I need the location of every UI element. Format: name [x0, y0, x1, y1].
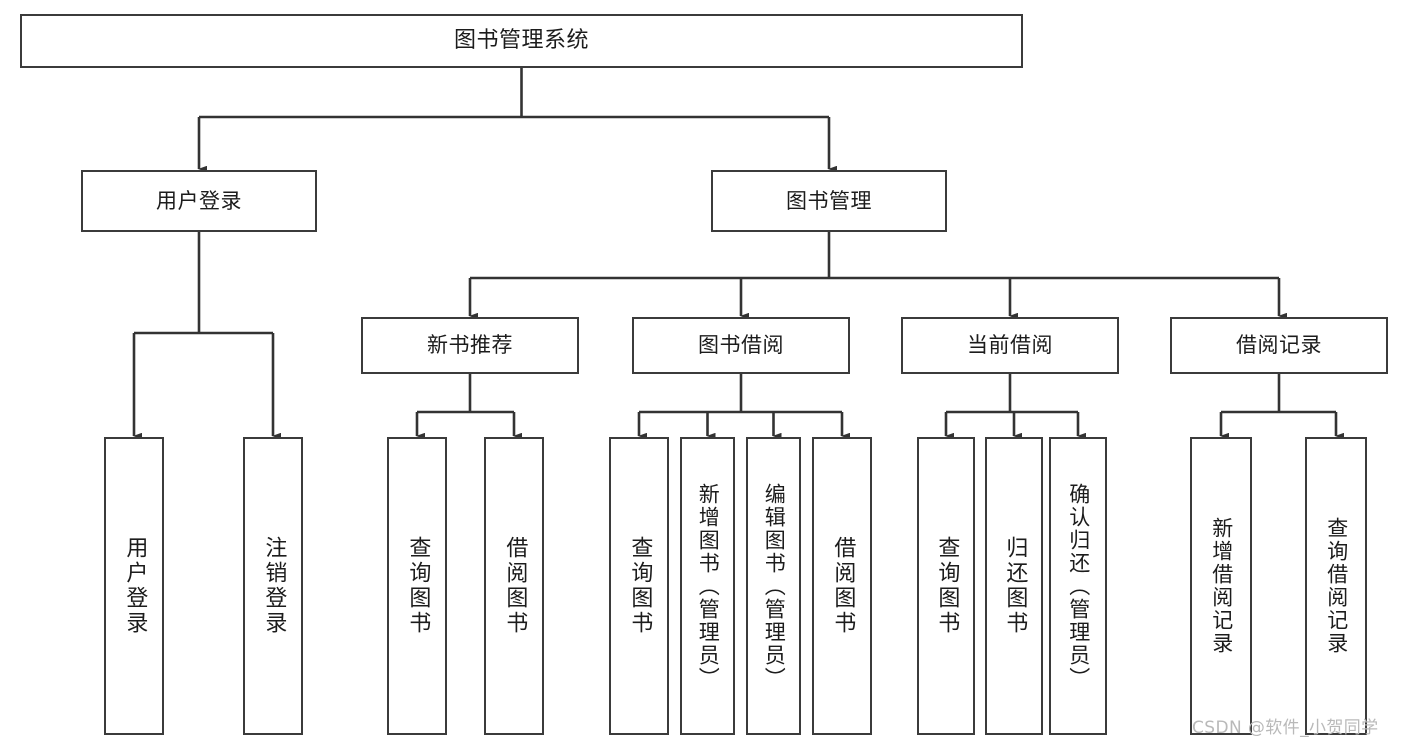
node-label: 图书管理系统 — [453, 28, 589, 54]
node-leaf-return-book[interactable]: 归还图书 — [985, 437, 1043, 735]
node-label: 查询借阅记录 — [1324, 517, 1349, 655]
node-label: 确认归还（管理员） — [1066, 482, 1091, 690]
node-leaf-user-logout[interactable]: 注销登录 — [243, 437, 303, 735]
node-root[interactable]: 图书管理系统 — [20, 14, 1023, 68]
node-label: 用户登录 — [122, 536, 148, 636]
node-leaf-query-book-1[interactable]: 查询图书 — [387, 437, 447, 735]
node-label: 注销登录 — [261, 536, 287, 636]
node-leaf-add-book[interactable]: 新增图书（管理员） — [680, 437, 735, 735]
node-label: 新增图书（管理员） — [696, 482, 721, 690]
node-label: 新书推荐 — [427, 333, 513, 358]
node-book-manage[interactable]: 图书管理 — [711, 170, 947, 232]
node-label: 新增借阅记录 — [1209, 517, 1234, 655]
watermark: CSDN @软件_小贺同学 — [1192, 718, 1379, 738]
node-leaf-query-record[interactable]: 查询借阅记录 — [1305, 437, 1367, 735]
node-leaf-add-record[interactable]: 新增借阅记录 — [1190, 437, 1252, 735]
node-label: 当前借阅 — [967, 333, 1053, 358]
node-label: 查询图书 — [934, 536, 960, 636]
node-label: 归还图书 — [1002, 536, 1028, 636]
node-label: 查询图书 — [405, 536, 431, 636]
node-label: 图书借阅 — [698, 333, 784, 358]
node-book-borrow[interactable]: 图书借阅 — [632, 317, 850, 374]
node-leaf-query-book-3[interactable]: 查询图书 — [917, 437, 975, 735]
node-label: 借阅图书 — [502, 536, 528, 636]
node-current-borrow[interactable]: 当前借阅 — [901, 317, 1119, 374]
node-leaf-user-login[interactable]: 用户登录 — [104, 437, 164, 735]
node-user-login[interactable]: 用户登录 — [81, 170, 317, 232]
node-label: 借阅图书 — [830, 536, 856, 636]
node-leaf-confirm-return[interactable]: 确认归还（管理员） — [1049, 437, 1107, 735]
node-label: 查询图书 — [627, 536, 653, 636]
node-leaf-borrow-book-2[interactable]: 借阅图书 — [812, 437, 872, 735]
node-leaf-edit-book[interactable]: 编辑图书（管理员） — [746, 437, 801, 735]
node-new-book-recommend[interactable]: 新书推荐 — [361, 317, 579, 374]
node-leaf-borrow-book-1[interactable]: 借阅图书 — [484, 437, 544, 735]
node-label: 编辑图书（管理员） — [762, 482, 787, 690]
node-label: 用户登录 — [156, 188, 242, 213]
node-leaf-query-book-2[interactable]: 查询图书 — [609, 437, 669, 735]
node-label: 图书管理 — [786, 188, 872, 213]
node-borrow-record[interactable]: 借阅记录 — [1170, 317, 1388, 374]
node-label: 借阅记录 — [1236, 333, 1322, 358]
